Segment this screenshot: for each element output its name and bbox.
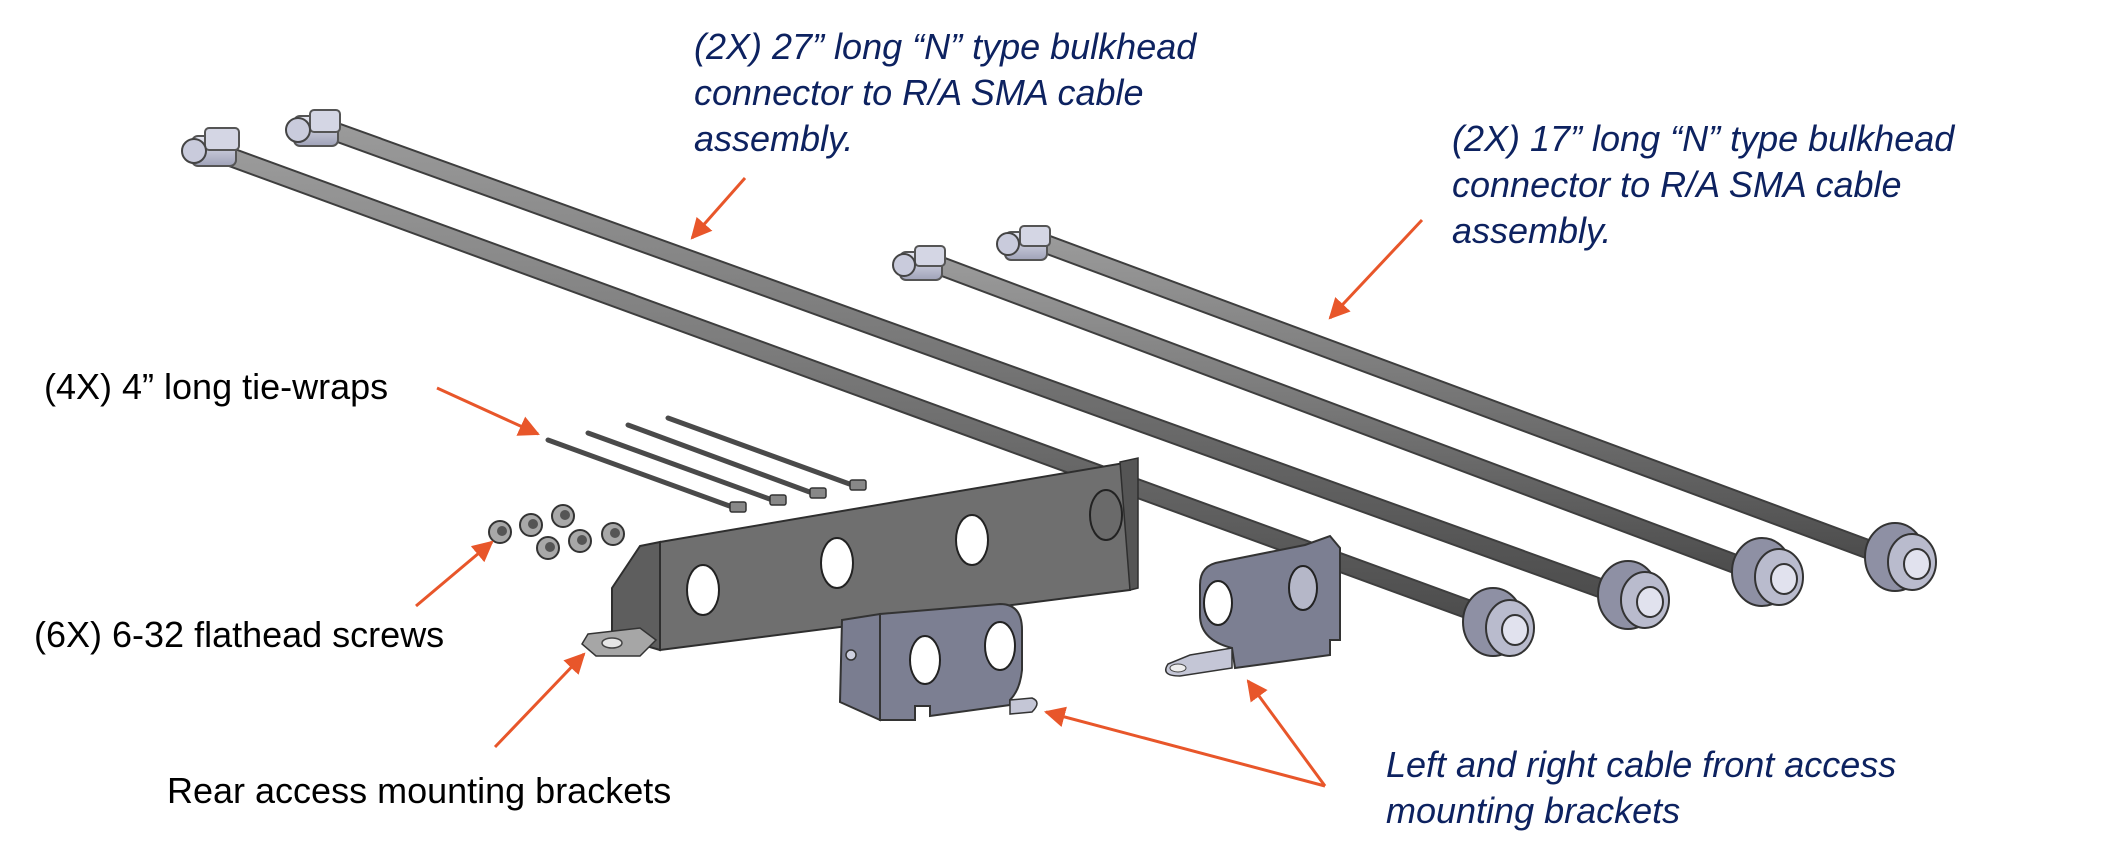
mounting-slot-icon <box>1203 580 1233 626</box>
tie-wrap-icon <box>665 415 867 491</box>
mounting-slot-icon <box>955 514 989 566</box>
n-bulkhead-connector-icon <box>1597 560 1670 630</box>
sma-connector-icon <box>892 245 946 281</box>
mounting-slot-icon <box>820 537 854 589</box>
callout-tie-wraps: (4X) 4” long tie-wraps <box>44 366 389 407</box>
long-cable-2 <box>285 109 1670 630</box>
screw-icon <box>601 522 625 546</box>
callout-short-cables: (2X) 17” long “N” type bulkhead connecto… <box>1452 118 1955 251</box>
callout-long-cables: (2X) 27” long “N” type bulkhead connecto… <box>694 26 1197 159</box>
tie-wrap-icon <box>585 430 787 506</box>
arrow-rear-bracket <box>493 652 586 749</box>
screw-icon <box>568 529 592 553</box>
callout-screws: (6X) 6-32 flathead screws <box>34 614 445 655</box>
tie-wrap-icon <box>545 437 747 513</box>
tie-wraps <box>545 415 867 513</box>
screws <box>488 504 625 560</box>
screw-icon <box>488 520 512 544</box>
arrow-front-bracket-left <box>1043 706 1326 788</box>
front-access-bracket-left <box>838 602 1038 722</box>
sma-connector-icon <box>285 109 341 147</box>
sma-connector-icon <box>181 127 240 167</box>
arrow-short-cables <box>1328 218 1424 320</box>
n-bulkhead-connector-icon <box>1731 537 1804 607</box>
arrow-front-bracket-right <box>1246 679 1327 787</box>
screw-icon <box>536 536 560 560</box>
mounting-slot-icon <box>1089 489 1123 541</box>
short-cable-1 <box>892 245 1804 607</box>
mounting-slot-icon <box>984 621 1016 671</box>
callout-arrows <box>415 177 1424 788</box>
short-cable-2 <box>996 225 1937 592</box>
mounting-slot-icon <box>1288 565 1318 611</box>
rear-access-bracket <box>581 457 1139 657</box>
callout-front-brackets: Left and right cable front access mounti… <box>1386 744 1897 831</box>
sma-connector-icon <box>996 225 1051 261</box>
mounting-slot-icon <box>686 564 720 616</box>
screw-icon <box>551 504 575 528</box>
tie-wrap-icon <box>625 422 827 499</box>
long-cable-1 <box>181 127 1535 657</box>
front-access-bracket-right <box>1165 534 1341 677</box>
arrow-tie-wraps <box>436 386 540 436</box>
mounting-slot-icon <box>909 635 941 685</box>
arrow-screws <box>415 540 494 608</box>
screw-icon <box>519 513 543 537</box>
arrow-long-cables <box>690 177 747 240</box>
n-bulkhead-connector-icon <box>1462 587 1535 657</box>
n-bulkhead-connector-icon <box>1864 522 1937 592</box>
callout-rear-brackets: Rear access mounting brackets <box>167 770 672 811</box>
